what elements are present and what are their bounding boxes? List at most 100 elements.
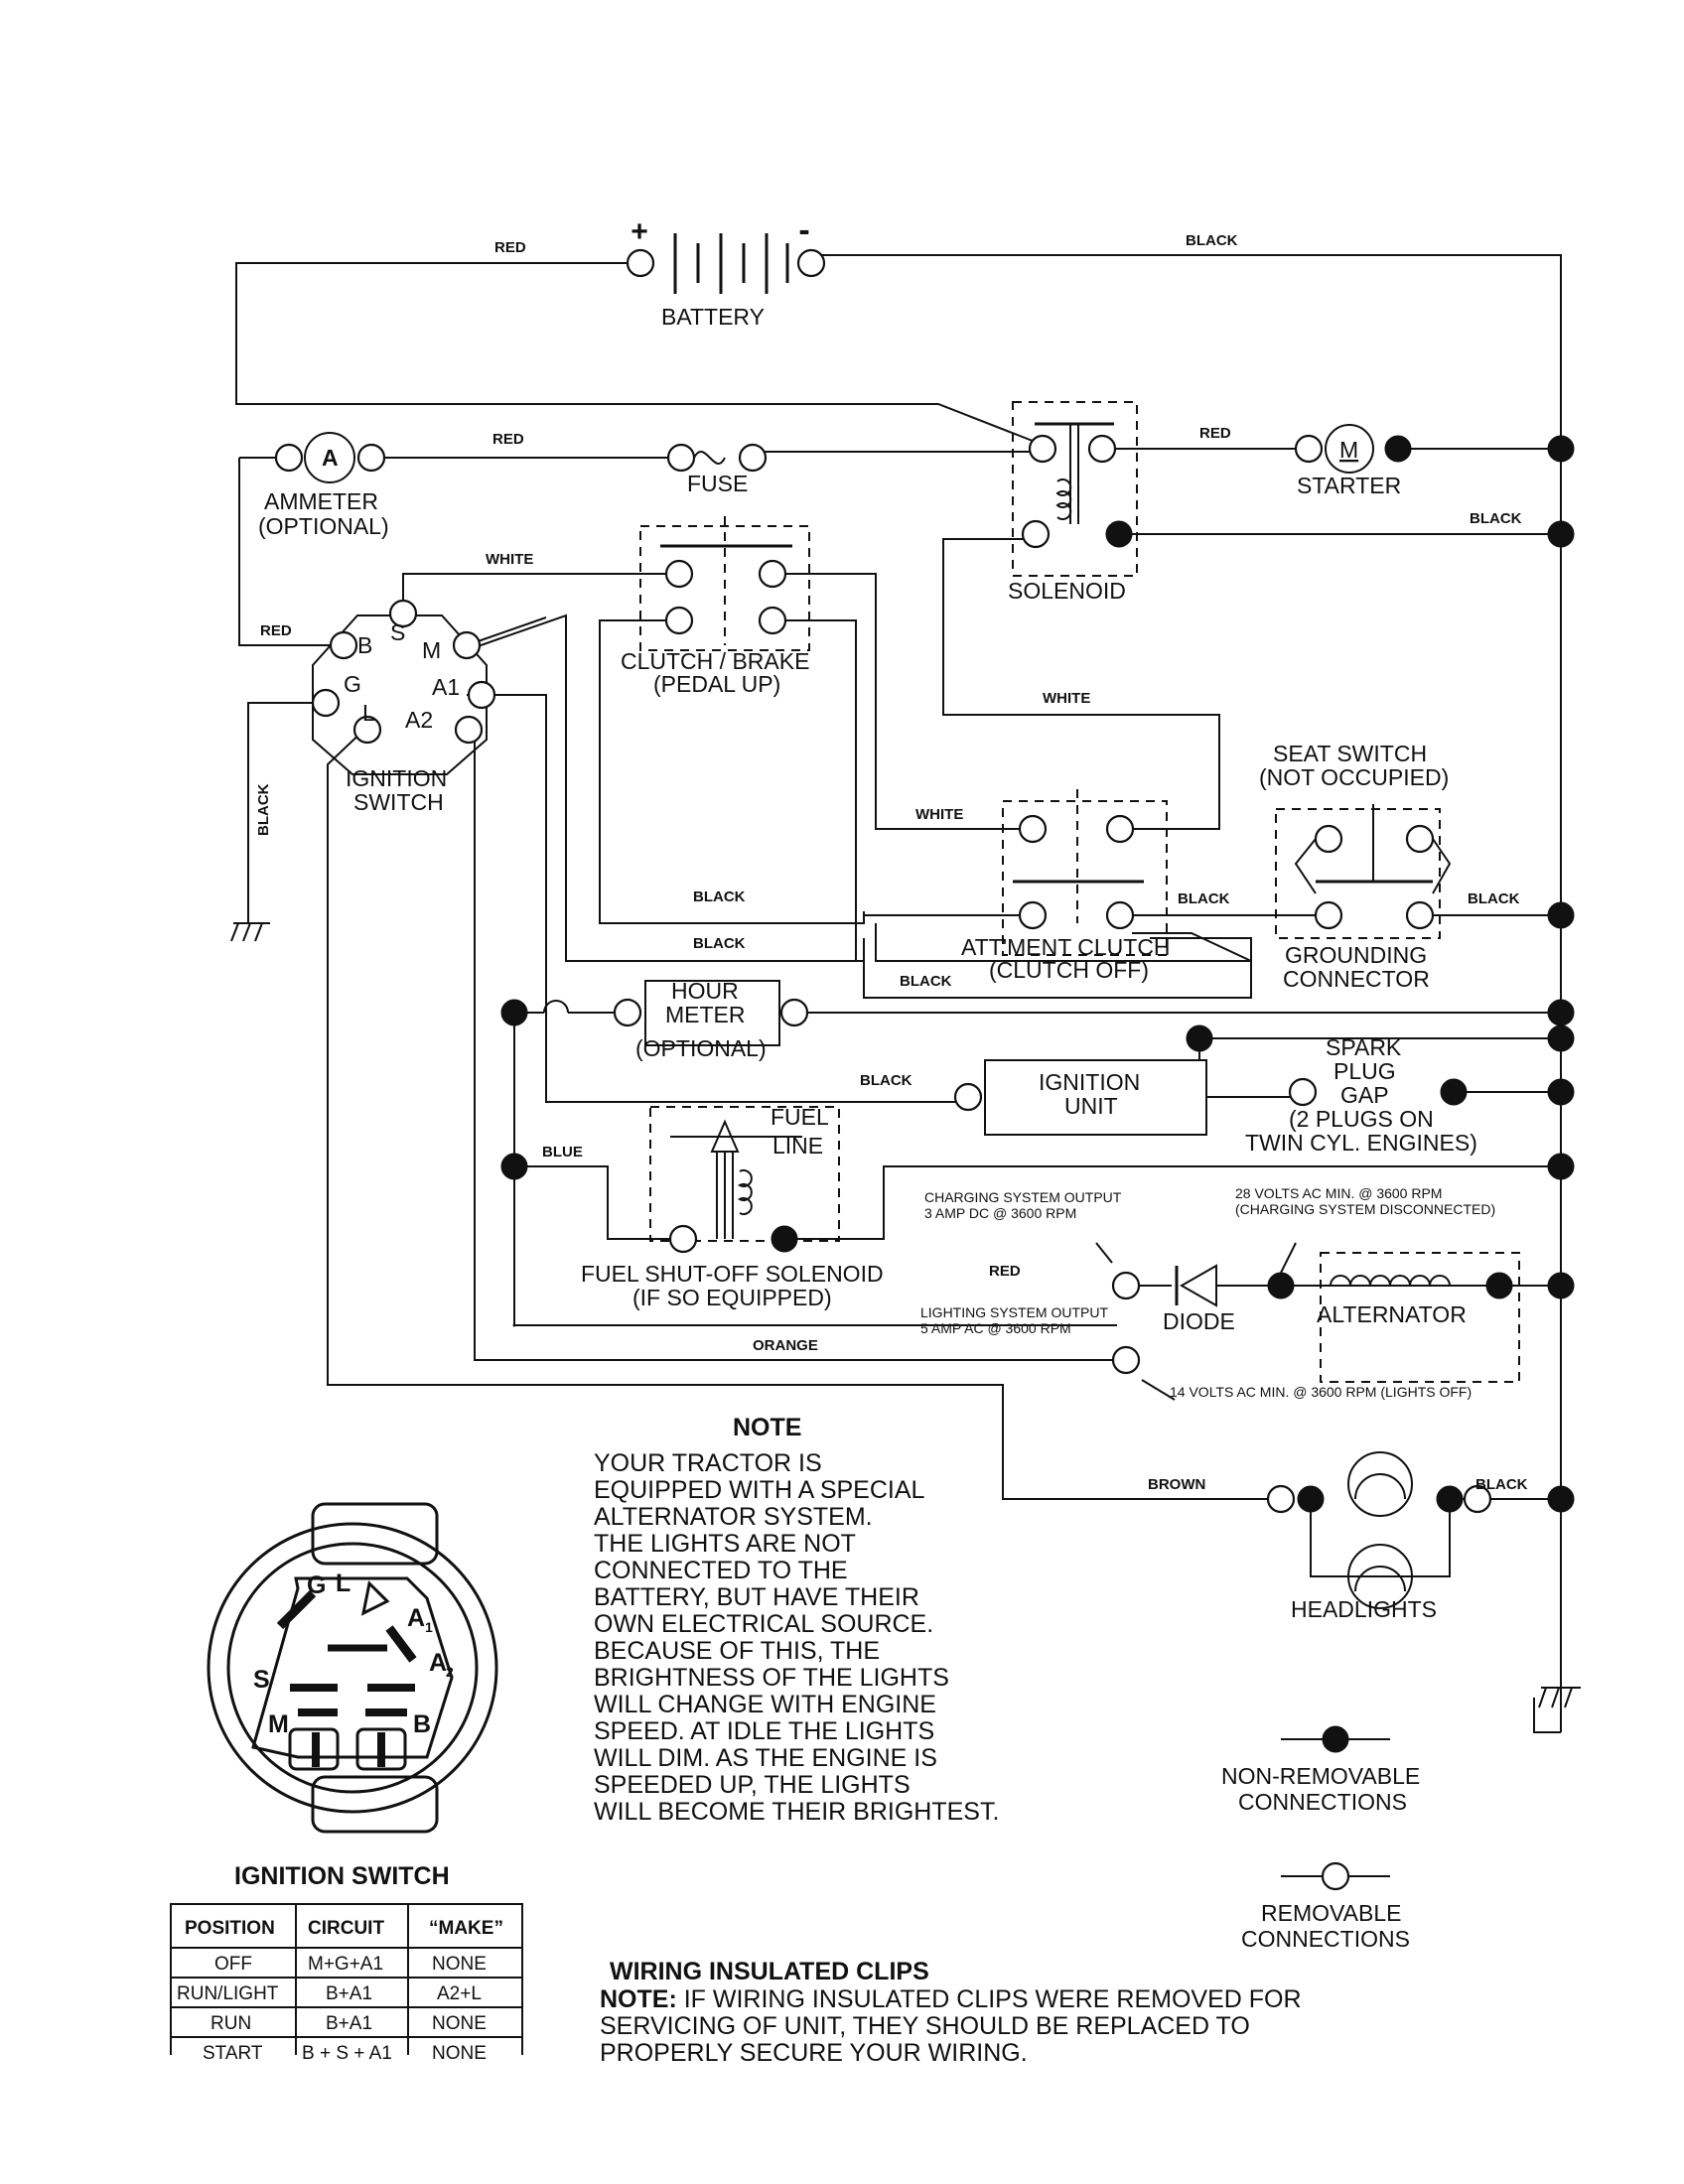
switch-face-A1-sub: 1 <box>425 1619 433 1635</box>
switch-face-M: M <box>268 1710 289 1738</box>
connection-legend: NON-REMOVABLE CONNECTIONS REMOVABLE CONN… <box>1221 1725 1420 1952</box>
fuel-shutoff-solenoid <box>500 1106 840 1254</box>
wiring-clips-note: WIRING INSULATED CLIPS NOTE: IF WIRING I… <box>600 1958 1302 2067</box>
note-line: WILL DIM. AS THE ENGINE IS <box>594 1744 937 1772</box>
ignition-switch-label: IGNITION <box>346 765 447 791</box>
hour-meter <box>500 980 809 1046</box>
table-row: RUN B+A1 NONE <box>210 2013 487 2034</box>
diode-label: DIODE <box>1163 1308 1235 1334</box>
table-cell: NONE <box>432 1954 487 1975</box>
table-cell: START <box>203 2043 263 2064</box>
terminal-A2: A2 <box>405 707 433 733</box>
grounding-connector-label: CONNECTOR <box>1283 966 1430 992</box>
table-cell: RUN <box>210 2013 251 2034</box>
ignition-unit <box>953 1024 1468 1136</box>
clips-title: WIRING INSULATED CLIPS <box>610 1958 929 1985</box>
terminal-L: L <box>362 700 375 726</box>
attachment-clutch-switch <box>1002 789 1168 956</box>
clips-line: PROPERLY SECURE YOUR WIRING. <box>600 2039 1028 2067</box>
wire-label: BLACK <box>1468 890 1520 907</box>
svg-text:-: - <box>798 211 809 249</box>
table-cell: M+G+A1 <box>308 1954 383 1975</box>
table-cell: RUN/LIGHT <box>177 1983 279 2004</box>
switch-face-B: B <box>413 1710 431 1738</box>
switch-face-A2: A <box>429 1649 447 1677</box>
terminal-S: S <box>390 619 405 645</box>
note-line: BRIGHTNESS OF THE LIGHTS <box>594 1664 949 1692</box>
switch-face-A2-sub: 2 <box>446 1664 454 1680</box>
ammeter-symbol: A <box>322 445 339 471</box>
clips-line: IF WIRING INSULATED CLIPS WERE REMOVED F… <box>677 1985 1302 2013</box>
legend-non-removable: CONNECTIONS <box>1238 1789 1407 1815</box>
ignition-table-title: IGNITION SWITCH <box>234 1862 450 1890</box>
wire-label: WHITE <box>915 806 963 823</box>
switch-face-A1: A <box>407 1604 425 1632</box>
clutch-brake-switch <box>639 516 810 651</box>
svg-text:+: + <box>631 215 648 248</box>
seat-switch-label: SEAT SWITCH <box>1273 741 1427 766</box>
table-cell: B + S + A1 <box>302 2043 392 2064</box>
ignition-switch <box>311 599 496 775</box>
seat-switch <box>1275 804 1452 939</box>
table-cell: NONE <box>432 2043 487 2064</box>
ignition-switch-label: SWITCH <box>353 789 444 815</box>
switch-face-G: G <box>307 1571 326 1599</box>
charging-output-label: 3 AMP DC @ 3600 RPM <box>924 1205 1076 1221</box>
table-header: “MAKE” <box>429 1918 503 1939</box>
table-cell: B+A1 <box>326 2013 372 2034</box>
seat-switch-state: (NOT OCCUPIED) <box>1259 764 1449 790</box>
fuel-solenoid-note: (IF SO EQUIPPED) <box>632 1285 832 1310</box>
wire-paths <box>235 254 1562 1733</box>
table-cell: NONE <box>432 2013 487 2034</box>
fuse <box>666 443 768 473</box>
hour-meter-label: HOUR <box>671 978 739 1004</box>
spark-plug-label: SPARK <box>1326 1034 1402 1060</box>
fuse-label: FUSE <box>687 471 748 496</box>
wire-label: BLACK <box>1186 232 1238 249</box>
table-row: START B + S + A1 NONE <box>203 2043 487 2064</box>
wire-label: RED <box>492 431 524 448</box>
ammeter-label: AMMETER <box>264 488 378 514</box>
spark-plug-label: (2 PLUGS ON <box>1289 1106 1434 1132</box>
hour-meter-label: METER <box>665 1002 746 1027</box>
svg-text:NOTE: IF WIRING INSULATED CLIP: NOTE: IF WIRING INSULATED CLIPS WERE REM… <box>600 1985 1302 2013</box>
table-row: OFF M+G+A1 NONE <box>214 1954 487 1975</box>
alternator <box>1320 1252 1520 1383</box>
alternator-label: ALTERNATOR <box>1317 1301 1467 1327</box>
volts28-label: (CHARGING SYSTEM DISCONNECTED) <box>1235 1201 1495 1217</box>
wire-label: BLACK <box>693 935 746 952</box>
note-line: CONNECTED TO THE <box>594 1557 848 1584</box>
note-line: THE LIGHTS ARE NOT <box>594 1530 856 1558</box>
wire-label: BLACK <box>1178 890 1230 907</box>
wire-label: BLACK <box>1470 510 1522 527</box>
note-line: YOUR TRACTOR IS <box>594 1449 822 1477</box>
table-cell: B+A1 <box>326 1983 372 2004</box>
lighting-output-label: LIGHTING SYSTEM OUTPUT <box>920 1304 1108 1320</box>
wire-label: WHITE <box>486 551 533 568</box>
solenoid-label: SOLENOID <box>1008 578 1126 604</box>
terminal-G: G <box>344 671 361 697</box>
note-line: OWN ELECTRICAL SOURCE. <box>594 1610 933 1638</box>
wire-label: BLUE <box>542 1144 583 1160</box>
table-cell: A2+L <box>437 1983 482 2004</box>
wire-label: BLACK <box>900 973 952 990</box>
clutch-brake-state: (PEDAL UP) <box>653 671 780 697</box>
charging-output-label: CHARGING SYSTEM OUTPUT <box>924 1189 1122 1205</box>
attment-clutch-state: (CLUTCH OFF) <box>989 957 1149 983</box>
hour-meter-optional: (OPTIONAL) <box>635 1035 767 1061</box>
terminal-A1: A1 <box>432 674 460 700</box>
wire-label: BLACK <box>860 1072 912 1089</box>
legend-removable: REMOVABLE <box>1261 1900 1401 1926</box>
fuel-line-label: LINE <box>772 1133 823 1159</box>
switch-face-L: L <box>336 1570 351 1597</box>
wire-label: BLACK <box>693 888 746 905</box>
attment-clutch-label: ATT'MENT CLUTCH <box>961 934 1171 960</box>
terminal-M: M <box>422 637 441 663</box>
wire-label: RED <box>260 622 292 639</box>
ammeter-optional-label: (OPTIONAL) <box>258 513 389 539</box>
battery: + - <box>626 211 826 294</box>
ignition-switch-table: IGNITION SWITCH POSITION CIRCUIT “MAKE” … <box>170 1862 523 2064</box>
note-line: SPEED. AT IDLE THE LIGHTS <box>594 1717 934 1745</box>
legend-removable: CONNECTIONS <box>1241 1926 1410 1952</box>
